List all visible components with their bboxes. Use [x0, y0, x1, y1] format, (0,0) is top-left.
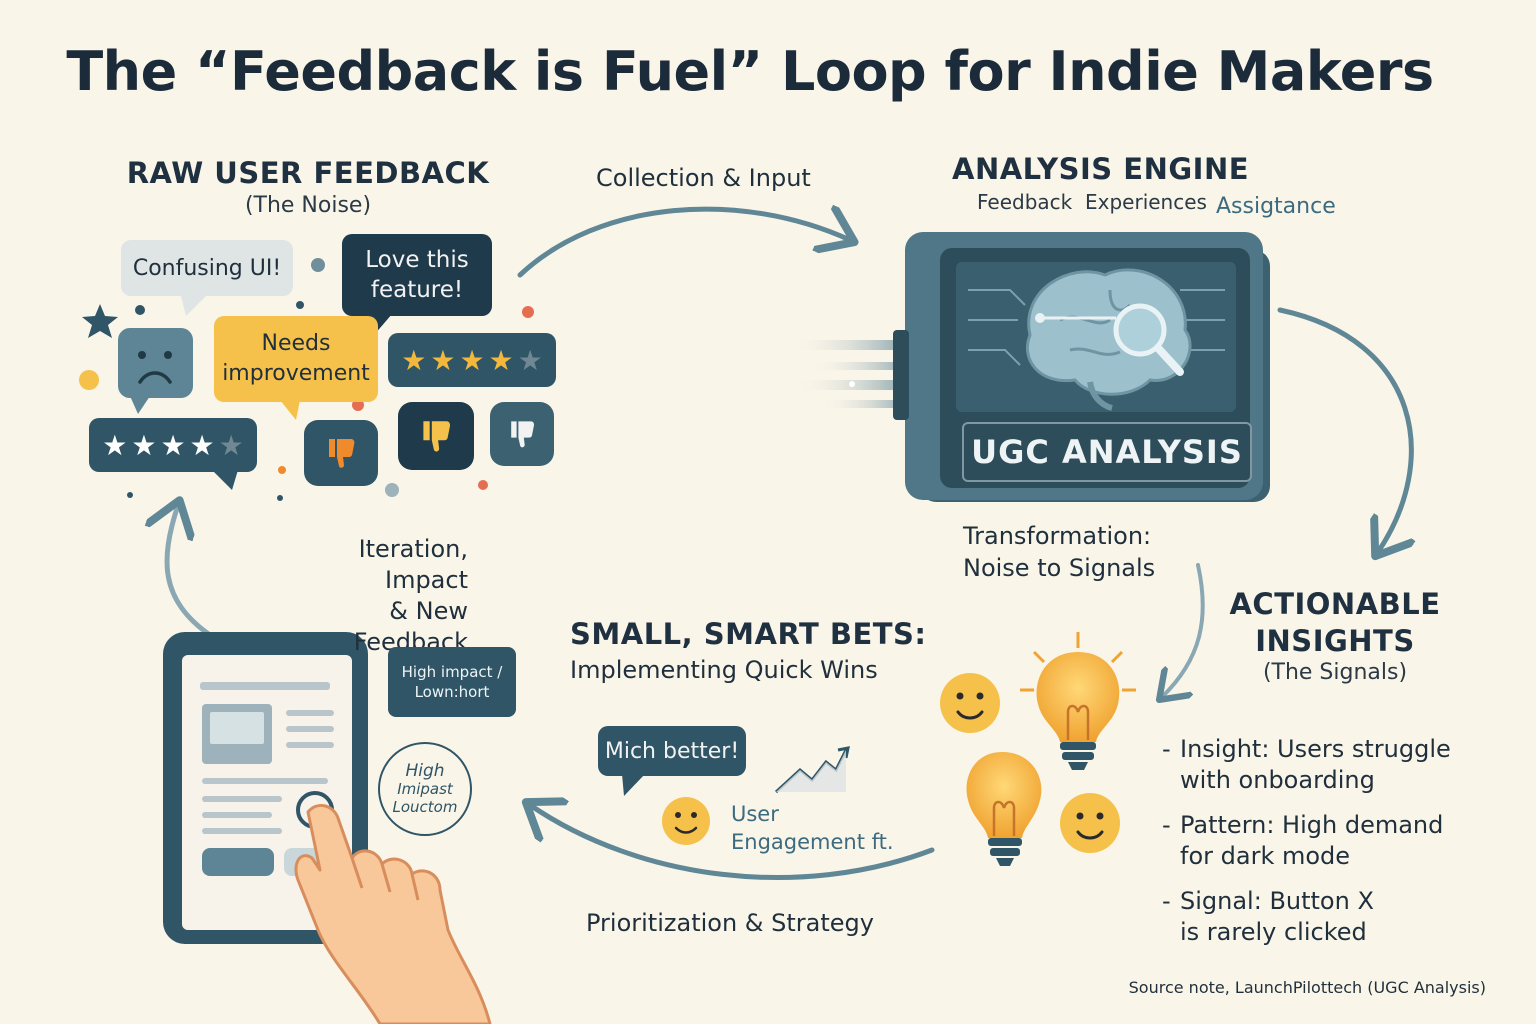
- iteration-impact-label: Iteration, Impact & New Feedback: [268, 534, 468, 658]
- high-impact-line1: High impact /: [401, 663, 503, 681]
- user-engagement-line1: User: [731, 802, 779, 826]
- star-icon: ★: [189, 428, 215, 462]
- signal-line2: is rarely clicked: [1180, 918, 1367, 946]
- user-engagement-label: User Engagement ft.: [731, 800, 894, 856]
- insights-subheading: (The Signals): [1262, 660, 1408, 685]
- transformation-line1: Transformation:: [963, 522, 1152, 550]
- insights-heading-line1: ACTIONABLE: [1229, 587, 1441, 621]
- needs-improvement-line2: improvement: [222, 361, 370, 386]
- high-impact-line2: Lown:hort: [414, 683, 490, 701]
- analysis-to-insights-arrow: [1277, 307, 1411, 552]
- transformation-label: Transformation: Noise to Signals: [963, 520, 1155, 584]
- insight-line1: Insight: Users struggle: [1180, 735, 1451, 763]
- growth-chart-icon: [774, 746, 850, 794]
- iteration-line1: Iteration, Impact: [358, 535, 468, 594]
- love-feature-bubble: Love this feature!: [342, 234, 492, 316]
- insights-heading-line2: INSIGHTS: [1255, 624, 1415, 658]
- confusing-ui-bubble: Confusing UI!: [121, 240, 293, 296]
- analysis-tag-experiences: Experiences: [1085, 190, 1207, 214]
- signal-line1: Signal: Button X: [1180, 887, 1374, 915]
- feedback-decorations: [79, 258, 534, 501]
- thumbs-down-white-icon: [490, 402, 554, 466]
- star-icon: ★: [488, 343, 514, 377]
- input-streaks: [790, 340, 920, 408]
- high-impact-tag: High impact / Lown:hort: [388, 647, 516, 717]
- prioritization-strategy-label: Prioritization & Strategy: [586, 909, 874, 937]
- source-note: Source note, LaunchPilottech (UGC Analys…: [1128, 978, 1486, 997]
- analysis-engine-heading: ANALYSIS ENGINE: [952, 152, 1250, 186]
- lightbulbs-illustration: [966, 632, 1136, 866]
- transformation-arrow: [1162, 563, 1205, 697]
- mich-better-bubble: Mich better!: [598, 726, 746, 776]
- thumbs-down-yellow-icon: [398, 402, 474, 470]
- actionable-insights-heading: ACTIONABLE INSIGHTS: [1205, 586, 1465, 660]
- raw-feedback-heading: RAW USER FEEDBACK: [126, 156, 490, 190]
- star-icon: ★: [430, 343, 456, 377]
- badge-line3: Louctom: [392, 798, 458, 816]
- high-impact-badge: High Imipast Louctom: [378, 742, 472, 836]
- badge-line2: Imipast: [397, 780, 453, 798]
- insight-line2: with onboarding: [1180, 766, 1375, 794]
- page-title: The “Feedback is Fuel” Loop for Indie Ma…: [66, 40, 1434, 103]
- analysis-tag-assigtance: Assigtance: [1216, 194, 1336, 219]
- small-smart-bets-subheading: Implementing Quick Wins: [570, 656, 878, 684]
- collection-input-label: Collection & Input: [596, 164, 811, 192]
- ugc-analysis-screen-label: UGC ANALYSIS: [962, 422, 1252, 482]
- hand-pointer-illustration: [294, 803, 492, 1024]
- user-engagement-line2: Engagement ft.: [731, 830, 894, 854]
- star-empty-icon: ★: [517, 343, 543, 377]
- analysis-engine-device: [893, 232, 1270, 502]
- star-rating-four-lower: ★★★★★: [89, 418, 257, 472]
- love-feature-line2: feature!: [370, 277, 464, 303]
- prioritization-arrow: [530, 805, 935, 880]
- pattern-line2: for dark mode: [1180, 842, 1351, 870]
- analysis-tag-feedback: Feedback: [977, 190, 1073, 214]
- star-icon: ★: [102, 428, 128, 462]
- needs-improvement-line1: Needs: [261, 331, 331, 356]
- badge-line1: High: [405, 761, 445, 781]
- star-icon: ★: [459, 343, 485, 377]
- sad-face-bubble: [118, 328, 193, 414]
- transformation-line2: Noise to Signals: [963, 554, 1156, 582]
- star-icon: ★: [160, 428, 186, 462]
- collection-arrow: [517, 209, 850, 278]
- star-empty-icon: ★: [218, 428, 244, 462]
- star-icon: ★: [401, 343, 427, 377]
- needs-improvement-bubble: Needs improvement: [214, 316, 378, 402]
- star-rating-four: ★★★★★: [388, 333, 556, 387]
- pattern-line1: Pattern: High demand: [1180, 811, 1444, 839]
- small-smart-bets-heading: SMALL, SMART BETS:: [570, 617, 927, 651]
- star-icon: ★: [131, 428, 157, 462]
- raw-feedback-subheading: (The Noise): [244, 193, 372, 218]
- thumbs-down-orange-icon: [304, 420, 378, 486]
- love-feature-line1: Love this: [365, 247, 469, 273]
- mich-better-text: Mich better!: [604, 738, 740, 764]
- iteration-arrow: [167, 505, 213, 638]
- confusing-ui-text: Confusing UI!: [132, 255, 282, 281]
- smiley-faces: [662, 673, 1120, 853]
